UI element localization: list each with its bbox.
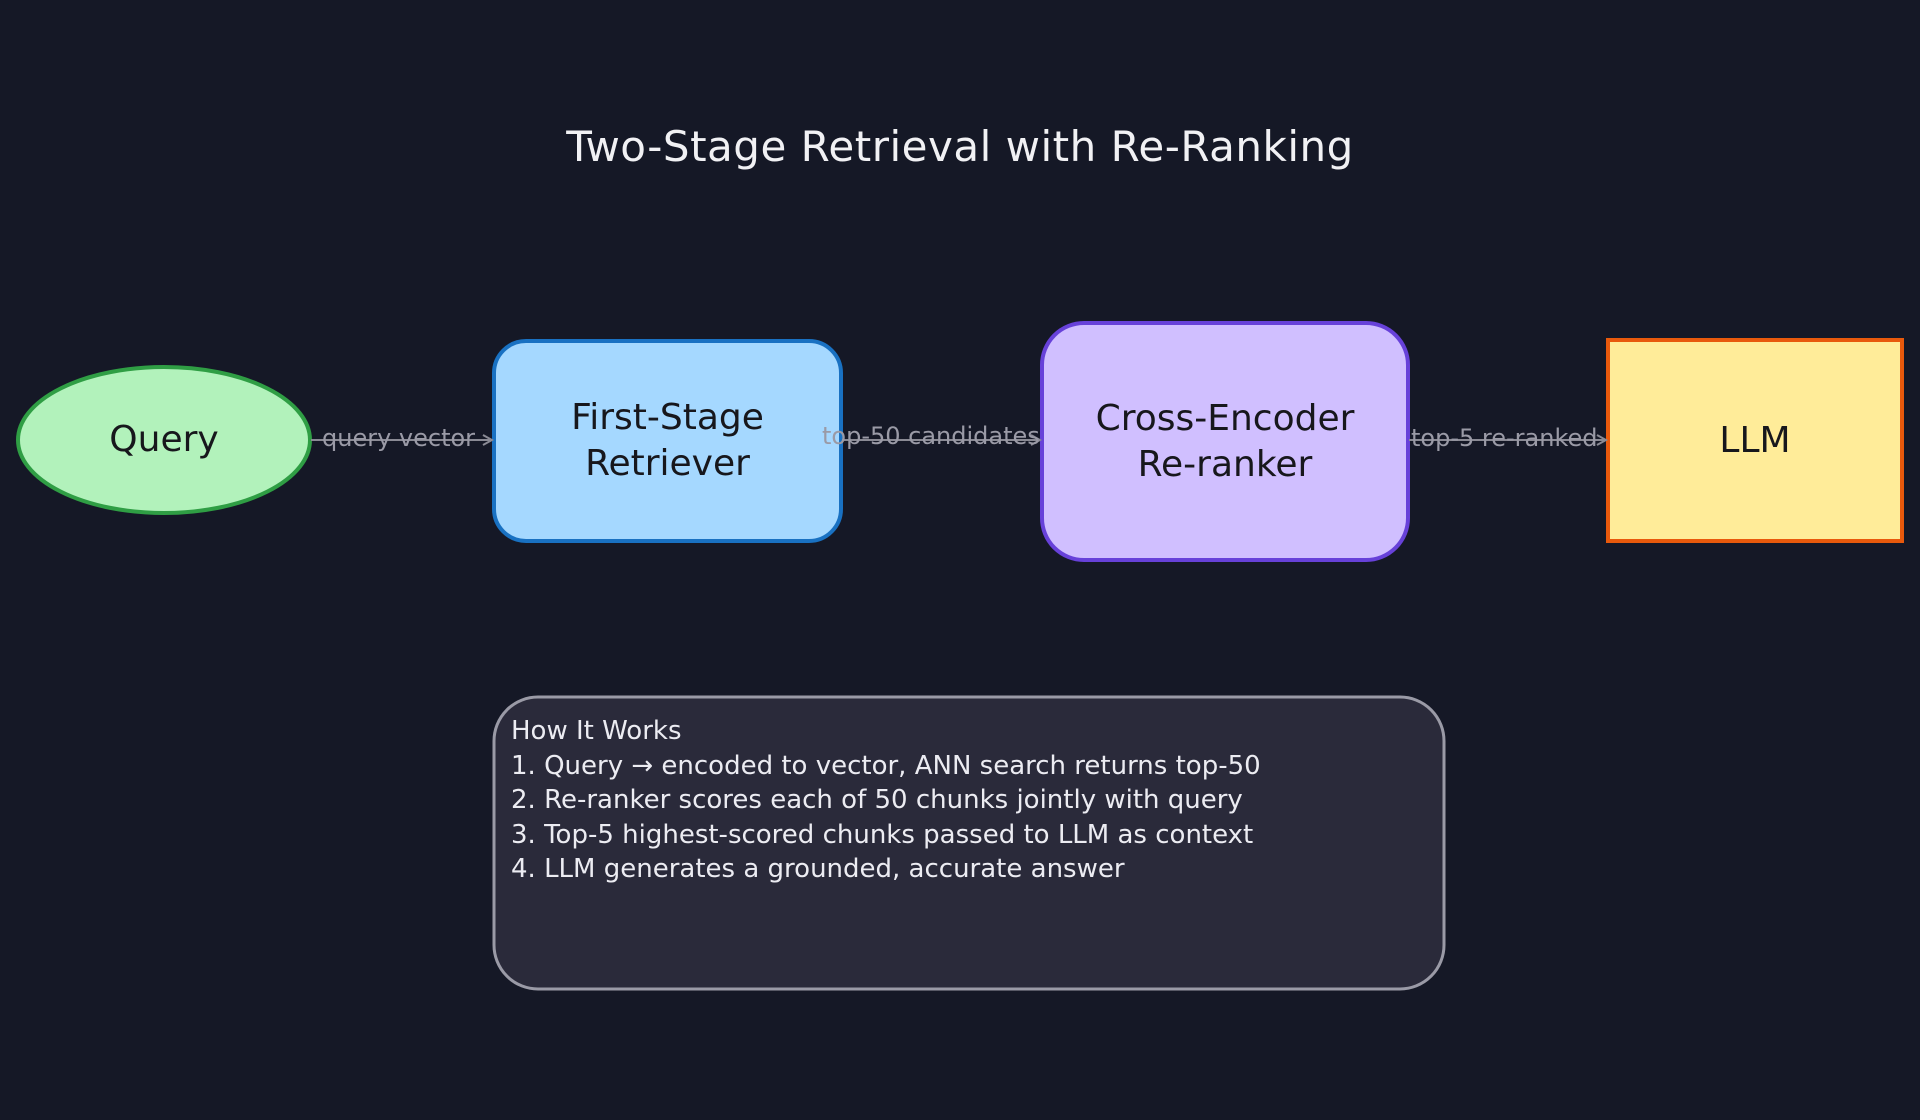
llm-node[interactable] <box>1606 338 1904 543</box>
llm-label: LLM <box>1608 340 1902 541</box>
edge-label-query-vector: query vector <box>322 424 476 452</box>
reranker-node[interactable] <box>1040 321 1410 562</box>
edge-label-top-5-reranked: top-5 re-ranked <box>1411 424 1598 452</box>
retriever-label-line-1: First-Stage <box>571 397 764 438</box>
retriever-node[interactable] <box>492 339 843 543</box>
retriever-label: First-Stage Retriever <box>494 341 841 541</box>
diagram-title: Two-Stage Retrieval with Re-Ranking <box>566 122 1354 171</box>
notes-line-2: 2. Re-ranker scores each of 50 chunks jo… <box>511 785 1243 815</box>
notes-heading: How It Works <box>511 716 682 746</box>
llm-label-text: LLM <box>1719 419 1791 461</box>
query-node[interactable] <box>16 365 312 515</box>
edge-label-top-50-candidates: top-50 candidates <box>822 422 1040 450</box>
notes-line-1: 1. Query → encoded to vector, ANN search… <box>511 750 1261 781</box>
notes-content: How It Works 1. Query → encoded to vecto… <box>511 714 1411 887</box>
reranker-label-line-2: Re-ranker <box>1137 443 1313 485</box>
reranker-label: Cross-Encoder Re-ranker <box>1042 323 1408 560</box>
notes-line-3: 3. Top-5 highest-scored chunks passed to… <box>511 819 1254 850</box>
reranker-label-line-1: Cross-Encoder <box>1095 397 1355 439</box>
query-label-text: Query <box>109 419 219 460</box>
retriever-label-line-2: Retriever <box>585 443 750 484</box>
query-label: Query <box>18 367 310 513</box>
notes-line-4: 4. LLM generates a grounded, accurate an… <box>511 854 1125 884</box>
notes-box <box>492 695 1446 991</box>
